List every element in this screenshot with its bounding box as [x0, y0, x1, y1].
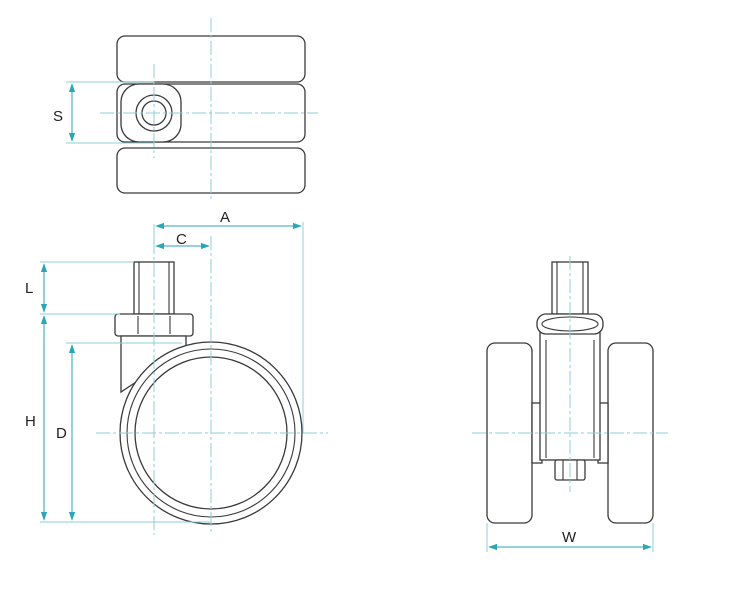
dimension-d-label: D [56, 425, 67, 442]
front-view: W [472, 256, 668, 552]
dimension-w-label: W [562, 529, 577, 546]
top-view: S [53, 18, 318, 200]
dimension-h-label: H [25, 413, 36, 430]
dimension-s-label: S [53, 108, 63, 125]
side-view: A C L H D [25, 209, 328, 535]
dimension-c-label: C [176, 231, 187, 248]
dimension-l-label: L [25, 280, 33, 297]
dimension-a-label: A [220, 209, 230, 226]
